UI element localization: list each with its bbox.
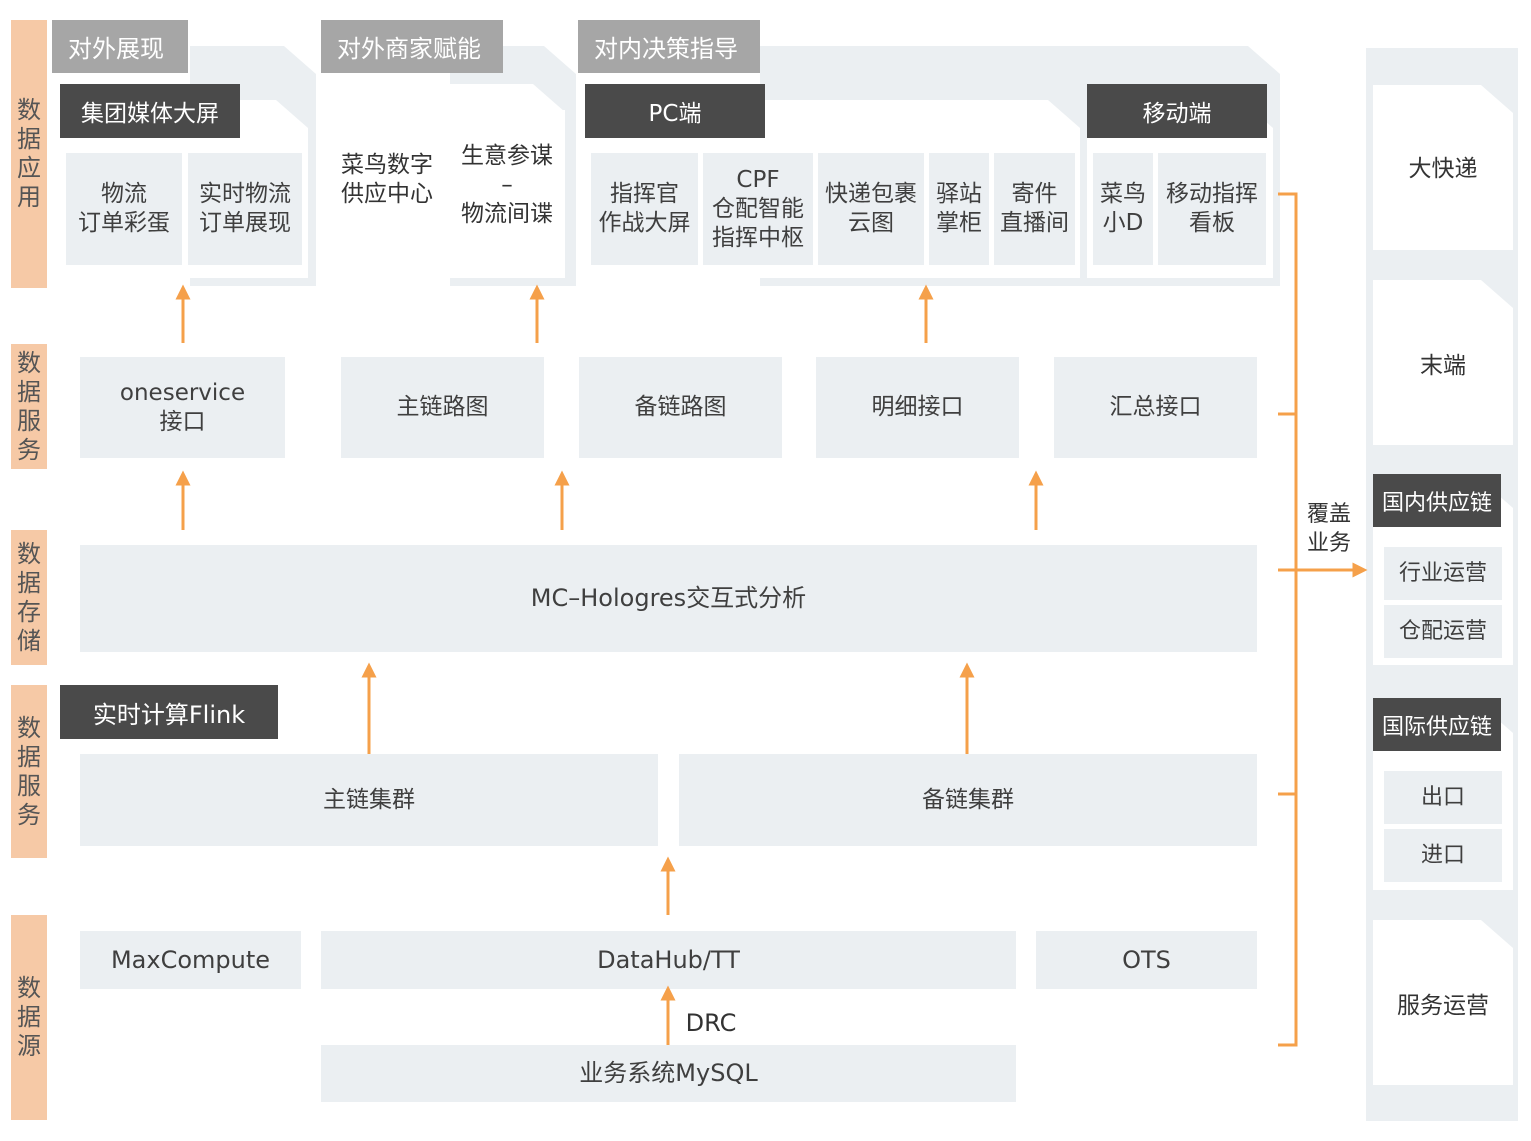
- app-item-cainiao-digital-supply: 菜鸟数字 供应中心: [330, 110, 444, 250]
- layer-label-service: 数据服务: [11, 344, 47, 469]
- tab-merchant: 对外商家赋能: [321, 20, 503, 73]
- layer-label-source: 数据源: [11, 915, 47, 1120]
- service-main-link-map: 主链路图: [341, 357, 544, 458]
- tab-internal: 对内决策指导: [578, 20, 760, 73]
- app-item-cpf: CPF 仓配智能 指挥中枢: [703, 153, 813, 265]
- app-item-logistics-easter-egg: 物流 订单彩蛋: [66, 153, 182, 265]
- group-screen-label: 集团媒体大屏: [60, 84, 240, 138]
- app-item-send-live-room: 寄件 直播间: [994, 153, 1075, 265]
- compute-backup-cluster: 备链集群: [679, 754, 1257, 846]
- service-oneservice-api: oneservice 接口: [80, 357, 285, 458]
- app-item-realtime-order-display: 实时物流 订单展现: [188, 153, 302, 265]
- pc-label: PC端: [585, 84, 765, 138]
- layer-label-app: 数据应用: [11, 20, 47, 288]
- source-maxcompute: MaxCompute: [80, 931, 301, 989]
- coverage-bracket: [1278, 192, 1298, 1047]
- layer-label-storage: 数据存储: [11, 530, 47, 665]
- business-warehouse-ops: 仓配运营: [1384, 605, 1502, 658]
- business-international-label: 国际供应链: [1373, 698, 1501, 751]
- flink-label: 实时计算Flink: [60, 685, 278, 739]
- storage-hologres: MC–Hologres交互式分析: [80, 545, 1257, 652]
- tab-external-display: 对外展现: [52, 20, 188, 73]
- app-item-express-cloud-map: 快递包裹 云图: [818, 153, 924, 265]
- business-export: 出口: [1384, 771, 1502, 824]
- service-detail-api: 明细接口: [816, 357, 1019, 458]
- business-import: 进口: [1384, 829, 1502, 882]
- app-item-commander-screen: 指挥官 作战大屏: [591, 153, 698, 265]
- layer-label-compute: 数据服务: [11, 685, 47, 858]
- business-service-ops: 服务运营: [1397, 992, 1489, 1019]
- service-summary-api: 汇总接口: [1054, 357, 1257, 458]
- coverage-label: 覆盖 业务: [1306, 502, 1351, 556]
- business-domestic-label: 国内供应链: [1373, 474, 1501, 527]
- source-ots: OTS: [1036, 931, 1257, 989]
- service-backup-link-map: 备链路图: [579, 357, 782, 458]
- business-last-mile-card: [1373, 280, 1513, 445]
- drc-label: DRC: [685, 1009, 737, 1037]
- business-express: 大快递: [1408, 155, 1478, 182]
- source-datahub: DataHub/TT: [321, 931, 1016, 989]
- compute-main-cluster: 主链集群: [80, 754, 658, 846]
- app-item-station-manager: 驿站 掌柜: [929, 153, 989, 265]
- business-service-ops-card: [1373, 920, 1513, 1085]
- app-item-cainiao-xiaod: 菜鸟 小D: [1093, 153, 1153, 265]
- app-item-business-advisor: 生意参谋 – 物流间谍: [449, 110, 565, 260]
- business-express-card: [1373, 85, 1513, 250]
- app-item-mobile-dashboard: 移动指挥 看板: [1158, 153, 1266, 265]
- mobile-label: 移动端: [1087, 84, 1267, 138]
- source-mysql: 业务系统MySQL: [321, 1045, 1016, 1102]
- business-industry-ops: 行业运营: [1384, 547, 1502, 600]
- business-last-mile: 末端: [1420, 352, 1466, 379]
